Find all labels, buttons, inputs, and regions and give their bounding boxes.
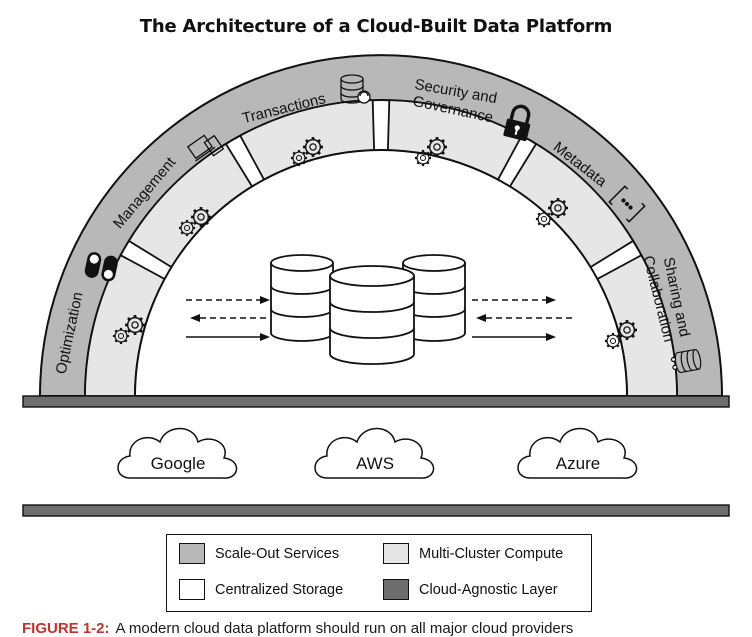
legend-item-storage: Centralized Storage bbox=[179, 579, 343, 600]
brackets-icon bbox=[608, 185, 646, 223]
toggle-icon bbox=[84, 252, 118, 282]
cloud-label-google: Google bbox=[151, 454, 206, 473]
cloud-label-aws: AWS bbox=[356, 454, 394, 473]
figure-caption-text: A modern cloud data platform should run … bbox=[115, 620, 574, 637]
database-refresh-icon bbox=[340, 74, 371, 104]
legend: Scale-Out Services Multi-Cluster Compute… bbox=[166, 534, 592, 612]
legend-label-multi-cluster: Multi-Cluster Compute bbox=[419, 545, 564, 562]
multi-cluster-compute-ring bbox=[84, 99, 678, 397]
lock-icon bbox=[503, 104, 531, 142]
cloud-azure bbox=[517, 427, 638, 479]
legend-swatch-scale-out bbox=[179, 543, 205, 564]
cloud-agnostic-layer-bottom bbox=[22, 504, 730, 517]
data-flow-arrows bbox=[186, 296, 576, 341]
cloud-google bbox=[117, 427, 238, 479]
cloud-providers bbox=[117, 427, 638, 479]
legend-label-cloud-agnostic: Cloud-Agnostic Layer bbox=[419, 581, 558, 598]
legend-label-scale-out: Scale-Out Services bbox=[215, 545, 340, 562]
legend-item-multi-cluster: Multi-Cluster Compute bbox=[383, 543, 563, 564]
cloud-aws bbox=[314, 427, 435, 479]
devices-icon bbox=[186, 134, 225, 162]
legend-swatch-cloud-agnostic bbox=[383, 579, 409, 600]
legend-swatch-storage bbox=[179, 579, 205, 600]
legend-item-cloud-agnostic: Cloud-Agnostic Layer bbox=[383, 579, 558, 600]
legend-item-scale-out: Scale-Out Services bbox=[179, 543, 339, 564]
scale-out-services-ring bbox=[38, 54, 724, 397]
cloud-agnostic-layer-top bbox=[22, 395, 730, 408]
figure-caption: FIGURE 1-2: A modern cloud data platform … bbox=[22, 620, 752, 637]
data-share-icon bbox=[670, 348, 702, 374]
legend-swatch-multi-cluster bbox=[383, 543, 409, 564]
figure-label: FIGURE 1-2: bbox=[22, 620, 110, 637]
cloud-label-azure: Azure bbox=[556, 454, 600, 473]
diagram-title: The Architecture of a Cloud-Built Data P… bbox=[139, 16, 613, 37]
database-cylinders bbox=[270, 254, 466, 365]
legend-label-storage: Centralized Storage bbox=[215, 581, 344, 598]
